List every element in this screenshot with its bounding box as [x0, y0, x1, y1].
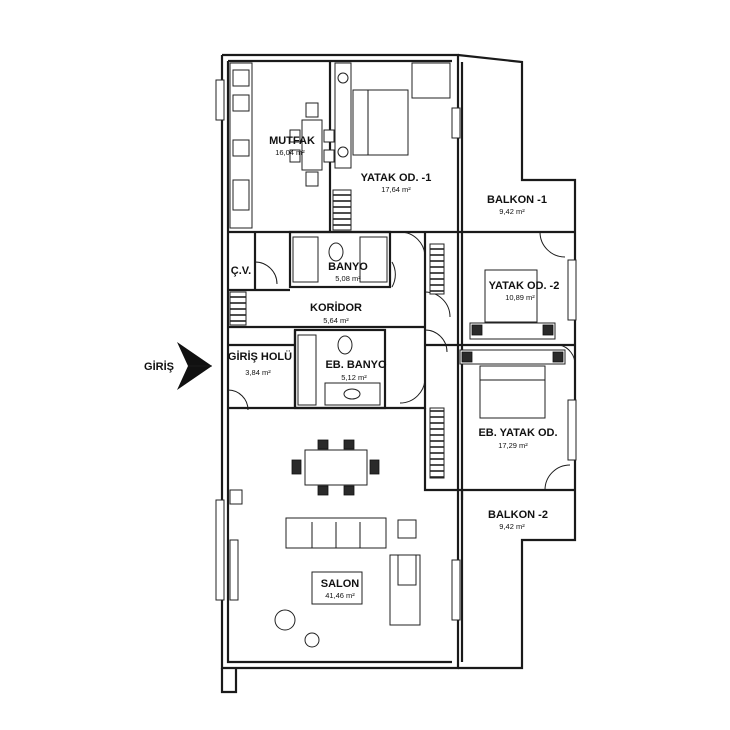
room-banyo-area: 5,08 m²	[335, 274, 361, 283]
living-furniture	[229, 489, 421, 648]
room-girisholu-area: 3,84 m²	[245, 368, 271, 377]
room-yatak2-name: YATAK OD. -2	[489, 280, 560, 292]
interior-walls	[228, 61, 575, 500]
room-salon-area: 41,46 m²	[325, 591, 355, 600]
room-mutfak-area: 16,04 m²	[275, 148, 305, 157]
room-labels: GİRİŞ MUTFAK 16,04 m² YATAK OD. -1 17,64…	[144, 135, 559, 600]
room-banyo-name: BANYO	[328, 261, 368, 273]
doors	[227, 231, 576, 491]
room-ebbanyo-name: EB. BANYO	[325, 359, 387, 371]
room-yatak1-area: 17,64 m²	[381, 185, 411, 194]
windows	[215, 79, 577, 621]
room-balkon1-name: BALKON -1	[487, 194, 547, 206]
cv-corridor-furniture	[229, 243, 445, 479]
entry-arrow	[177, 342, 212, 390]
kitchen-furniture	[229, 62, 352, 231]
eb-bedroom-furniture	[459, 349, 566, 419]
room-ebbanyo-area: 5,12 m²	[341, 373, 367, 382]
room-balkon2-area: 9,42 m²	[499, 522, 525, 531]
bathroom-fixtures	[292, 236, 388, 283]
entry-label: GİRİŞ	[144, 360, 174, 373]
room-koridor-name: KORİDOR	[310, 301, 362, 314]
bedroom1-furniture	[334, 62, 451, 169]
room-koridor-area: 5,64 m²	[323, 316, 349, 325]
room-ebyatak-name: EB. YATAK OD.	[478, 427, 557, 439]
room-ebyatak-area: 17,29 m²	[498, 441, 528, 450]
eb-bathroom-fixtures	[297, 334, 381, 406]
room-balkon2-name: BALKON -2	[488, 509, 548, 521]
room-yatak1-name: YATAK OD. -1	[361, 172, 432, 184]
room-mutfak-name: MUTFAK	[269, 135, 315, 147]
bedroom2-furniture	[469, 269, 556, 340]
dining-furniture	[291, 439, 380, 496]
room-girisholu-name: GİRİŞ HOLÜ	[228, 350, 292, 363]
room-balkon1-area: 9,42 m²	[499, 207, 525, 216]
room-yatak2-area: 10,89 m²	[505, 293, 535, 302]
room-cv-name: Ç.V.	[231, 265, 251, 277]
room-salon-name: SALON	[321, 578, 360, 590]
